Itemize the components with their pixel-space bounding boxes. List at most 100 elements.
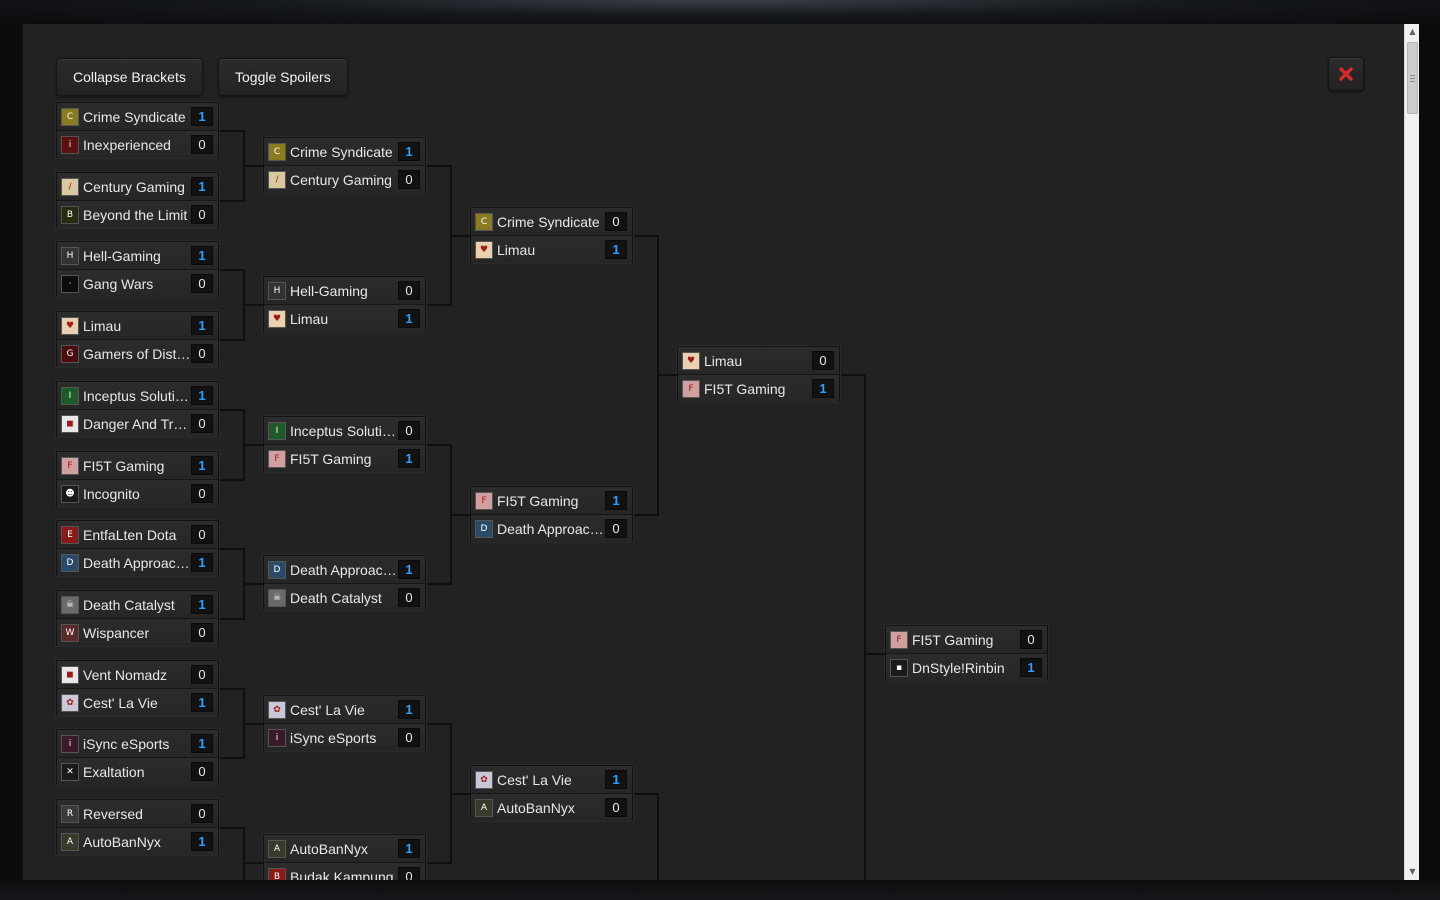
match-team-slot[interactable]: ◼Danger And Trouble0: [57, 410, 218, 437]
death-catalyst-logo-icon: ☠: [61, 595, 79, 614]
budak-kampung-logo-icon: B: [268, 867, 286, 880]
incognito-logo-icon: ☻: [61, 484, 79, 503]
team-score: 1: [191, 246, 213, 265]
bracket-connector: [841, 374, 865, 376]
team-score: 0: [191, 525, 213, 544]
team-name: EntfaLten Dota: [83, 526, 177, 543]
team-name: FI5T Gaming: [83, 457, 165, 474]
team-name: Vent Nomadz: [83, 666, 168, 683]
team-name: FI5T Gaming: [290, 450, 372, 467]
team-score: 1: [605, 240, 627, 259]
bracket-connector: [220, 339, 244, 341]
bracket-connector: [243, 583, 263, 585]
close-button[interactable]: [1328, 57, 1364, 91]
team-name: Crime Syndicate: [83, 108, 186, 125]
collapse-brackets-button[interactable]: Collapse Brackets: [56, 58, 203, 96]
crime-syndicate-logo-icon: C: [61, 107, 79, 126]
bracket-connector: [427, 583, 451, 585]
team-score: 1: [191, 177, 213, 196]
entfalten-logo-icon: E: [61, 525, 79, 544]
inceptus-logo-icon: I: [61, 386, 79, 405]
team-name: Crime Syndicate: [497, 213, 600, 230]
gamers-of-distinction-logo-icon: G: [61, 344, 79, 363]
team-score: 0: [191, 135, 213, 154]
scroll-thumb[interactable]: [1407, 42, 1418, 114]
toggle-spoilers-button[interactable]: Toggle Spoilers: [218, 58, 348, 96]
scroll-down-icon[interactable]: ▼: [1409, 867, 1416, 876]
bracket-connector: [220, 688, 244, 690]
bracket-connector: [243, 827, 245, 880]
scroll-up-icon[interactable]: ▲: [1409, 27, 1416, 36]
vertical-scrollbar[interactable]: ▲ ▼: [1404, 24, 1419, 880]
team-score: 0: [605, 798, 627, 817]
team-score: 0: [398, 421, 420, 440]
century-gaming-logo-icon: /: [61, 177, 79, 196]
